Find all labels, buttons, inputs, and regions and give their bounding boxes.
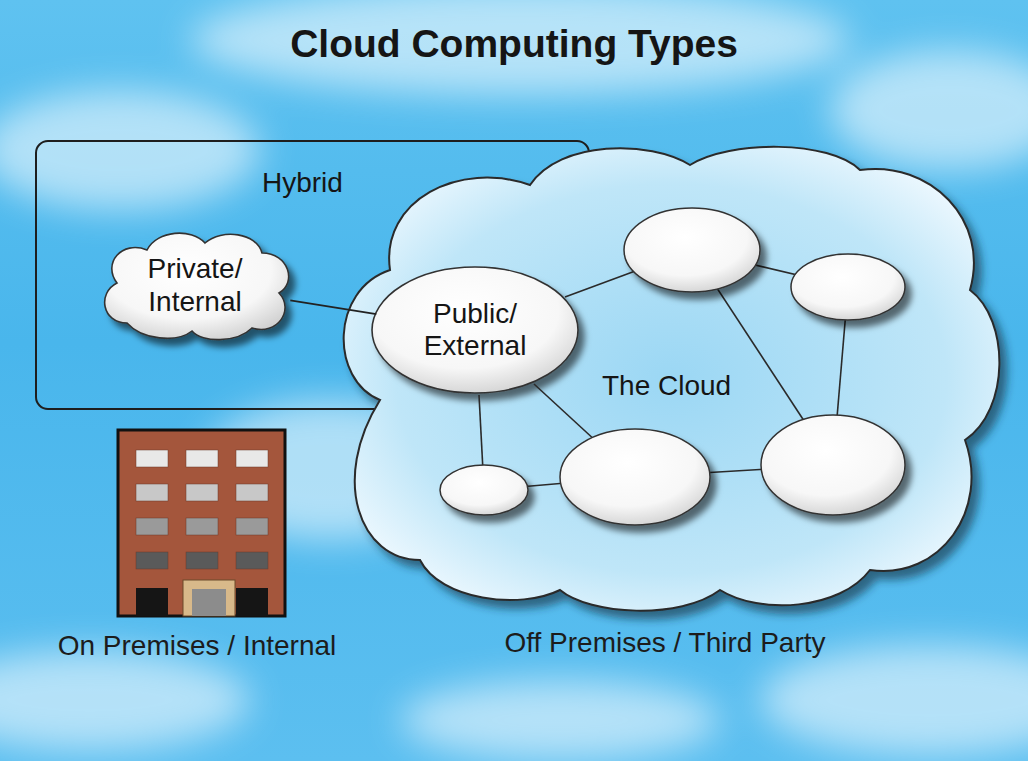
window <box>136 518 168 535</box>
location-label: On Premises / Internal <box>58 630 337 662</box>
window <box>236 588 268 616</box>
window <box>186 518 218 535</box>
window <box>186 484 218 501</box>
window <box>136 588 168 616</box>
node-label: Public/ External <box>400 298 550 362</box>
window <box>186 450 218 467</box>
window <box>136 450 168 467</box>
private-cloud: Private/ Internal <box>97 228 297 343</box>
window <box>136 484 168 501</box>
node-label: Private/ Internal <box>120 253 270 317</box>
location-label: Off Premises / Third Party <box>504 627 825 659</box>
cloud-region: The Cloud Public/ External <box>340 145 1005 615</box>
connector-line <box>290 300 376 314</box>
window <box>186 552 218 569</box>
node-label: Hybrid <box>262 167 343 199</box>
window <box>136 552 168 569</box>
window <box>236 484 268 501</box>
diagram-title: Cloud Computing Types <box>0 22 1028 66</box>
public-ellipse: Public/ External <box>370 265 580 395</box>
window <box>236 552 268 569</box>
hybrid-region: HybridPrivate/ Internal <box>35 140 590 410</box>
window <box>236 450 268 467</box>
node-label: The Cloud <box>602 370 731 402</box>
window <box>236 518 268 535</box>
